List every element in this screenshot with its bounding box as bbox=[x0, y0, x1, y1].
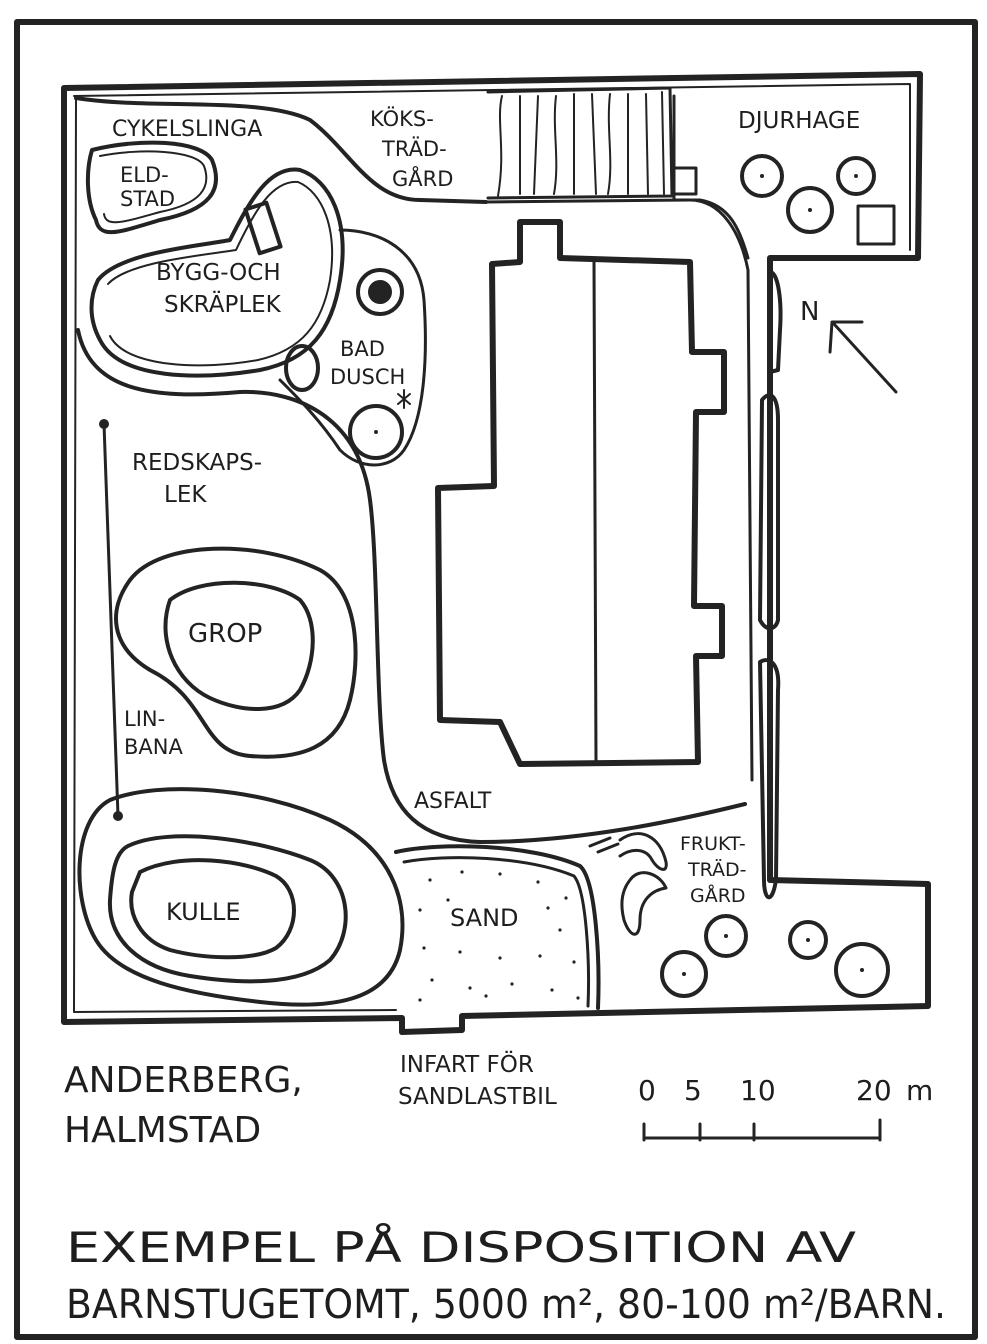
cableway bbox=[99, 419, 123, 821]
site-boundary-inner bbox=[73, 83, 911, 1013]
label-sand: SAND bbox=[450, 904, 519, 932]
pit-area bbox=[114, 546, 358, 759]
scale-tick-label-10: 10 bbox=[740, 1074, 776, 1107]
scale-bar: 0 5 10 20 m bbox=[638, 1074, 933, 1142]
label-eld-1: ELD- bbox=[120, 163, 169, 187]
scale-tick-label-5: 5 bbox=[684, 1074, 702, 1107]
place-line-2: HALMSTAD bbox=[64, 1110, 261, 1151]
label-bad-1: BAD bbox=[340, 337, 385, 361]
label-linbana-2: BANA bbox=[124, 735, 183, 759]
entrance-line-1: INFART FÖR bbox=[400, 1050, 534, 1078]
label-linbana-1: LIN- bbox=[124, 707, 165, 731]
label-asfalt: ASFALT bbox=[414, 789, 492, 814]
entrance-line-2: SANDLASTBIL bbox=[398, 1084, 557, 1110]
label-koks-2: TRÄD- bbox=[381, 136, 447, 161]
label-frukt-2: TRÄD- bbox=[687, 858, 747, 881]
hill-area bbox=[77, 787, 405, 1007]
label-kulle: KULLE bbox=[166, 898, 241, 926]
bike-loop-path bbox=[74, 96, 747, 844]
label-koks-3: GÅRD bbox=[392, 165, 453, 191]
fruit-garden bbox=[588, 832, 890, 998]
scale-tick-label-20: 20 bbox=[856, 1074, 892, 1107]
label-north: N bbox=[800, 297, 819, 327]
label-koks-1: KÖKS- bbox=[370, 106, 434, 131]
label-bygg-1: BYGG-OCH bbox=[156, 260, 281, 286]
label-redskap-1: REDSKAPS- bbox=[132, 450, 262, 476]
label-eld-2: STAD bbox=[120, 187, 175, 211]
label-cykelslinga: CYKELSLINGA bbox=[112, 117, 262, 142]
building-ridge-line bbox=[592, 260, 598, 764]
hedge-strips bbox=[758, 270, 783, 900]
label-djurhage: DJURHAGE bbox=[738, 108, 860, 134]
outer-frame bbox=[14, 19, 978, 1340]
main-building bbox=[435, 219, 727, 767]
bath-shower-area bbox=[278, 228, 427, 467]
label-bygg-2: SKRÄPLEK bbox=[164, 290, 282, 318]
fireplace-area bbox=[85, 140, 218, 235]
scale-unit: m bbox=[906, 1074, 933, 1107]
place-line-1: ANDERBERG, bbox=[64, 1060, 303, 1101]
title-line-2: BARNSTUGETOMT, 5000 m², 80-100 m²/BARN. bbox=[66, 1282, 946, 1328]
label-frukt-1: FRUKT- bbox=[680, 833, 746, 855]
title-line-1: EXEMPEL PÅ DISPOSITION AV bbox=[66, 1222, 856, 1272]
north-arrow bbox=[828, 320, 898, 394]
label-bad-2: DUSCH bbox=[330, 365, 405, 389]
building-play-area bbox=[89, 167, 345, 378]
label-frukt-3: GÅRD bbox=[690, 884, 746, 907]
label-grop: GROP bbox=[188, 619, 262, 649]
label-redskap-2: LEK bbox=[164, 482, 207, 508]
vegetable-garden bbox=[486, 86, 698, 200]
sand-pit bbox=[394, 844, 601, 1010]
scale-tick-label-0: 0 bbox=[638, 1074, 656, 1107]
site-boundary bbox=[61, 71, 931, 1035]
